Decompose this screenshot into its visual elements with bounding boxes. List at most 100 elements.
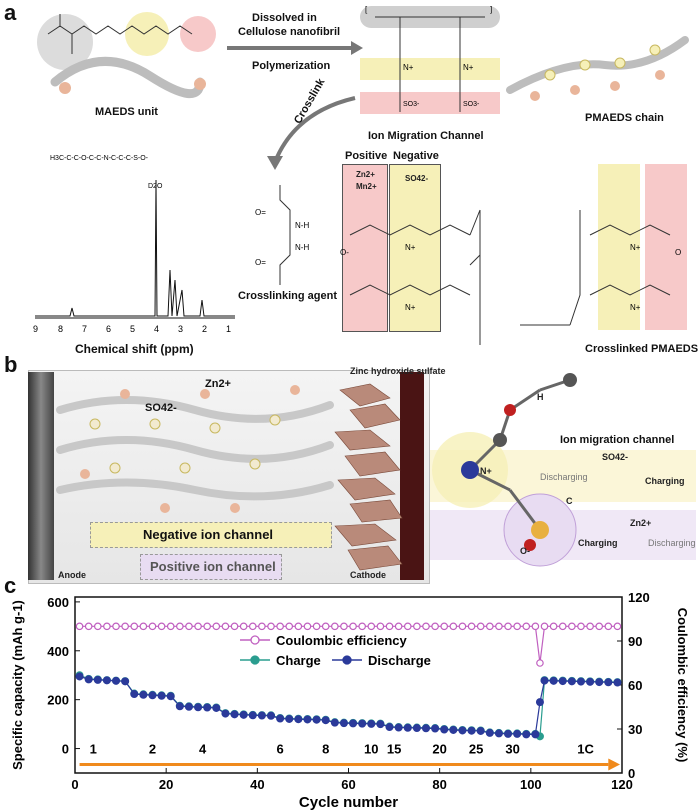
zn-ion-label: Zn2+	[205, 378, 231, 390]
data-point	[613, 622, 622, 631]
data-point	[494, 729, 503, 738]
inset-atom-c: C	[566, 496, 573, 506]
data-point	[312, 622, 321, 631]
data-point	[312, 715, 321, 724]
data-point	[467, 622, 476, 631]
svg-text:9: 9	[33, 324, 38, 334]
data-point	[230, 622, 239, 631]
rate-label: 1C	[577, 741, 594, 756]
svg-text:N+: N+	[463, 63, 474, 72]
inset-n-plus: N+	[480, 466, 492, 476]
data-point	[175, 702, 184, 711]
data-point	[294, 715, 303, 724]
zinc-hydroxide-sulfate-deposit	[334, 383, 403, 571]
pos-ions-2: Mn2+	[356, 182, 377, 191]
neg-ion: SO42-	[405, 174, 429, 183]
svg-text:1: 1	[226, 324, 231, 334]
y-right-tick-label: 30	[628, 722, 642, 737]
data-point	[504, 729, 513, 738]
rate-label: 6	[277, 741, 284, 756]
positive-label: Positive	[345, 150, 388, 162]
svg-text:6: 6	[106, 324, 111, 334]
svg-text:]: ]	[490, 5, 492, 14]
rate-label: 10	[364, 741, 378, 756]
data-point	[248, 711, 257, 720]
rate-label: 15	[387, 741, 401, 756]
data-point	[577, 622, 585, 631]
data-point	[413, 622, 421, 631]
inset-molecule	[430, 373, 696, 567]
right-yellow-band	[598, 164, 640, 330]
svg-text:N+: N+	[630, 303, 641, 312]
data-point	[303, 715, 312, 724]
data-point	[440, 622, 449, 631]
data-point	[349, 622, 357, 631]
data-point	[130, 622, 139, 631]
rate-arrow-head	[608, 758, 620, 771]
data-point	[485, 728, 494, 737]
x-tick-label: 100	[520, 777, 542, 792]
legend-marker	[250, 635, 260, 645]
svg-text:[: [	[365, 5, 368, 14]
data-point	[449, 725, 458, 734]
svg-text:O-: O-	[340, 248, 349, 257]
data-point	[148, 691, 157, 700]
data-point	[157, 691, 166, 700]
data-point	[112, 676, 121, 685]
svg-text:SO3-: SO3-	[463, 101, 480, 108]
data-point	[531, 730, 540, 739]
data-point	[513, 622, 521, 631]
data-point	[367, 719, 376, 728]
data-point	[536, 659, 544, 667]
data-point	[339, 719, 348, 728]
anode-plate	[28, 372, 54, 580]
data-point	[540, 622, 549, 631]
data-point	[194, 622, 202, 631]
data-point	[75, 622, 84, 631]
data-point	[568, 622, 576, 631]
y-right-tick-label: 0	[628, 766, 635, 781]
data-point	[358, 719, 367, 728]
data-point	[595, 622, 604, 631]
data-point	[522, 622, 531, 631]
svg-text:N-H: N-H	[295, 243, 309, 252]
data-point	[549, 622, 558, 631]
data-point	[558, 622, 567, 631]
data-point	[331, 622, 339, 631]
panel-c-letter: c	[4, 573, 17, 598]
rate-label: 20	[432, 741, 446, 756]
data-point	[340, 622, 348, 631]
data-point	[422, 622, 430, 631]
polymer-chains	[56, 385, 334, 513]
data-point	[403, 622, 412, 631]
data-point	[184, 702, 193, 711]
data-point	[221, 709, 230, 718]
data-point	[476, 726, 485, 735]
inset-discharging-2: Discharging	[648, 538, 696, 548]
y-left-axis-label: Specific capacity (mAh g-1)	[10, 600, 25, 770]
y-right-axis-label: Coulombic efficiency (%)	[675, 608, 690, 763]
data-point	[230, 710, 239, 719]
data-point	[93, 622, 102, 631]
so4-ion-label: SO42-	[145, 402, 177, 414]
positive-ion-channel-band	[140, 554, 282, 580]
svg-text:O=: O=	[255, 208, 266, 217]
rate-label: 30	[505, 741, 519, 756]
data-point	[321, 622, 330, 631]
data-point	[431, 724, 440, 733]
svg-text:N+: N+	[630, 243, 641, 252]
data-point	[535, 698, 544, 707]
data-point	[421, 724, 430, 733]
data-point	[558, 677, 567, 686]
panel-b-letter: b	[4, 352, 18, 377]
data-point	[549, 676, 558, 685]
x-tick-label: 20	[159, 777, 173, 792]
inset-atom-h: H	[537, 392, 544, 402]
crosslinking-agent-structure: O=N-H N-HO=	[255, 185, 309, 285]
data-point	[330, 718, 339, 727]
data-point	[376, 622, 385, 631]
legend-marker	[342, 655, 352, 665]
data-point	[102, 676, 111, 685]
data-point	[84, 675, 93, 684]
